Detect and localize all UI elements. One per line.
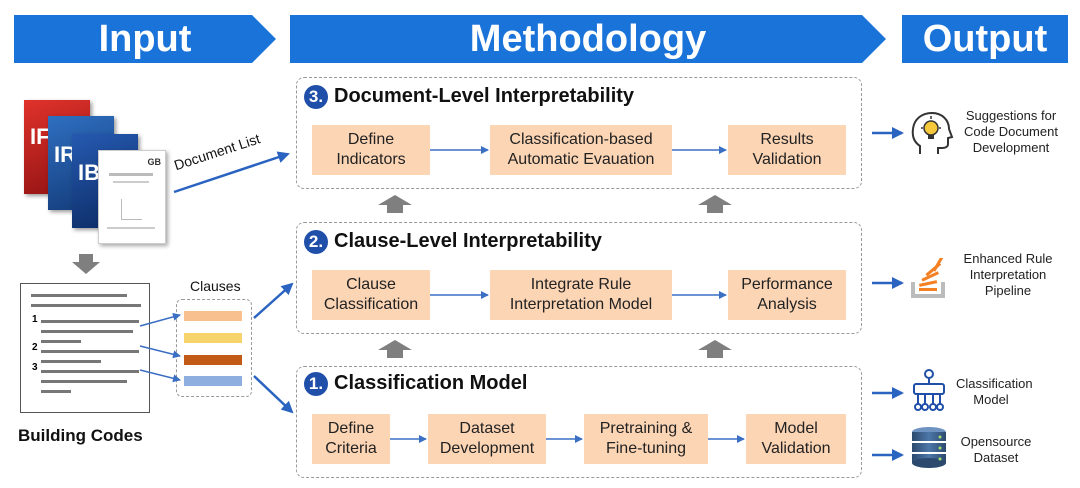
output-label-suggestions: Suggestions for Code Document Developmen… <box>964 108 1058 155</box>
building-code-book-gb: GB <box>98 150 166 244</box>
building-codes-label: Building Codes <box>18 426 143 445</box>
output-banner: Output <box>902 15 1068 63</box>
step-clause-classification: Clause Classification <box>312 270 430 320</box>
neural-network-icon <box>913 369 945 411</box>
cover-label: IF <box>30 124 50 149</box>
clauses-container <box>176 299 252 397</box>
step-pretraining-finetuning: Pretraining & Fine-tuning <box>584 414 708 464</box>
clauses-label: Clauses <box>190 278 241 294</box>
up-arrow-icon <box>378 340 412 358</box>
cover-label: GB <box>147 157 162 167</box>
database-icon <box>912 427 946 468</box>
classification-model-title: Classification Model <box>334 372 528 394</box>
panel-number-badge: 1. <box>304 372 328 396</box>
step-dataset-development: Dataset Development <box>428 414 546 464</box>
clause-bar-4 <box>184 376 242 386</box>
output-label-dataset: Opensource Dataset <box>960 434 1032 465</box>
input-banner-label: Input <box>98 17 192 60</box>
step-define-indicators: Define Indicators <box>312 125 430 175</box>
panel-number-badge: 3. <box>304 85 328 109</box>
head-lightbulb-icon <box>911 111 954 154</box>
clause-number: 3 <box>32 362 38 373</box>
clause-number: 2 <box>32 342 38 353</box>
step-performance-analysis: Performance Analysis <box>728 270 846 320</box>
clause-bar-1 <box>184 311 242 321</box>
document-level-title: Document-Level Interpretability <box>334 85 635 107</box>
clauses-to-classification-panel-arrow <box>253 375 294 414</box>
panel-number-badge: 2. <box>304 230 328 254</box>
methodology-banner: Methodology <box>290 15 886 63</box>
step-integrate-rule-model: Integrate Rule Interpretation Model <box>490 270 672 320</box>
up-arrow-icon <box>698 195 732 213</box>
clauses-to-clause-panel-arrow <box>253 282 294 319</box>
step-model-validation: Model Validation <box>746 414 846 464</box>
down-arrow-icon <box>72 254 100 274</box>
step-automatic-evaluation: Classification-based Automatic Evauation <box>490 125 672 175</box>
clause-bar-3 <box>184 355 242 365</box>
cover-label: IR <box>54 142 76 167</box>
input-banner: Input <box>14 15 276 63</box>
up-arrow-icon <box>378 195 412 213</box>
output-label-classification-model: Classification Model <box>956 376 1033 407</box>
step-define-criteria: Define Criteria <box>312 414 390 464</box>
methodology-banner-label: Methodology <box>469 17 707 60</box>
output-label-pipeline: Enhanced Rule Interpretation Pipeline <box>963 251 1053 298</box>
step-results-validation: Results Validation <box>728 125 846 175</box>
clause-level-title: Clause-Level Interpretability <box>334 230 602 252</box>
stack-overflow-icon <box>911 258 945 298</box>
output-banner-label: Output <box>922 17 1048 60</box>
clause-number: 1 <box>32 314 38 325</box>
clause-bar-2 <box>184 333 242 343</box>
document-list-label: Document List <box>172 130 263 174</box>
cover-label: IB <box>78 160 100 185</box>
up-arrow-icon <box>698 340 732 358</box>
building-code-document: 1 2 3 <box>20 283 150 413</box>
